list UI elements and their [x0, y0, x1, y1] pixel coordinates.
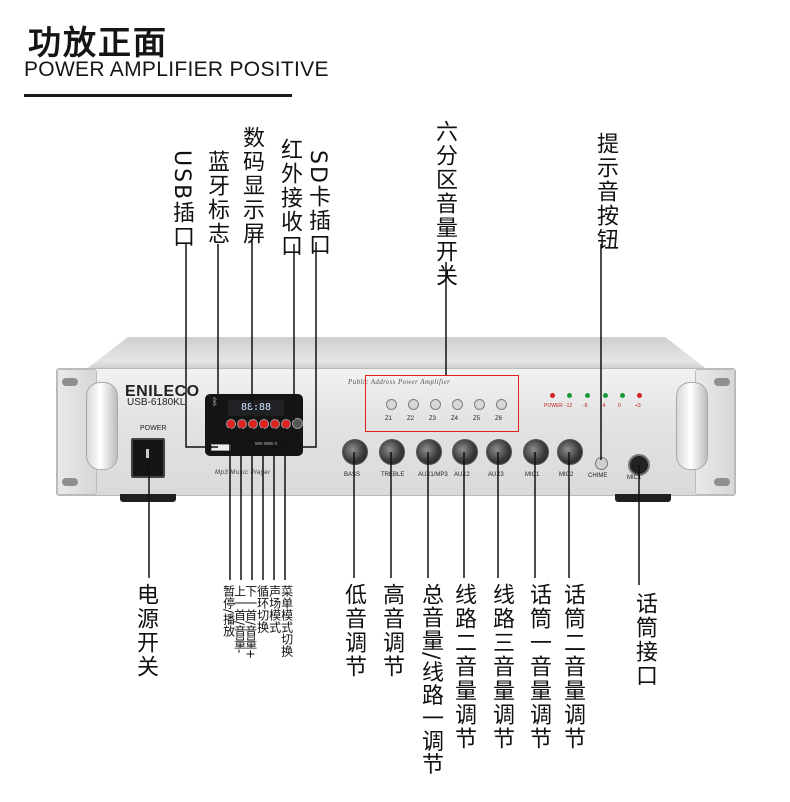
- knob-label: AUX1/MP3: [418, 472, 448, 478]
- led-label: -4: [601, 403, 606, 409]
- label-menu-mode: 菜单模式切换: [279, 585, 294, 657]
- knob-label: AUX2: [454, 472, 470, 478]
- knob-label: TREBLE: [381, 472, 405, 478]
- sound-mode-button[interactable]: [270, 419, 280, 429]
- label-treble: 高音调节: [379, 583, 404, 679]
- amp-top-cover: [84, 337, 709, 371]
- zone-switch-5[interactable]: [474, 399, 485, 410]
- page-subtitle: POWER AMPLIFIER POSITIVE: [24, 58, 329, 81]
- title-underline: [24, 94, 292, 97]
- zone-switch-2[interactable]: [408, 399, 419, 410]
- level-led: [637, 393, 642, 398]
- mount-slot: [714, 378, 730, 386]
- ir-receiver: [292, 418, 303, 429]
- mount-slot: [714, 478, 730, 486]
- knob-treble[interactable]: [379, 439, 405, 465]
- next-button[interactable]: [248, 419, 258, 429]
- label-line2-volume: 线路二音量调节: [451, 583, 476, 751]
- amp-foot: [120, 494, 176, 502]
- brand-logo: ENILECO: [125, 383, 200, 400]
- led-label: -8: [583, 403, 588, 409]
- handle-right: [676, 382, 708, 470]
- zone-switch-1[interactable]: [386, 399, 397, 410]
- prev-button[interactable]: [237, 419, 247, 429]
- label-bluetooth: 蓝牙标志: [204, 150, 229, 246]
- knob-aux2[interactable]: [452, 439, 478, 465]
- knob-label: MIC1: [525, 472, 540, 478]
- zone-switch-6[interactable]: [496, 399, 507, 410]
- label-next: 下一首/音量+: [243, 585, 258, 660]
- model-number: USB-6180KL: [127, 397, 186, 408]
- knob-aux1-mp3[interactable]: [416, 439, 442, 465]
- led-label: POWER: [544, 403, 563, 409]
- label-master-volume: 总音量/线路一调节: [418, 583, 443, 776]
- knob-label: AUX3: [488, 472, 504, 478]
- amp-foot: [615, 494, 671, 502]
- chime-label: CHIME: [588, 473, 608, 479]
- handle-left: [86, 382, 118, 470]
- label-loop: 循环切换: [255, 585, 270, 633]
- zone-label: Z6: [495, 416, 503, 422]
- label-sd-slot: SD卡插口: [305, 150, 330, 257]
- label-mic1-volume: 话筒一音量调节: [526, 583, 551, 751]
- knob-label: MIC2: [559, 472, 574, 478]
- pa-label: Public Address Power Amplifier: [348, 378, 451, 386]
- label-chime-button: 提示音按钮: [593, 132, 618, 252]
- menu-button[interactable]: [281, 419, 291, 429]
- led-label: +3: [635, 403, 641, 409]
- page-title: 功放正面: [28, 23, 168, 62]
- led-label: 0: [618, 403, 621, 409]
- label-ir-receiver: 红外接收口: [277, 138, 302, 258]
- zone-label: Z2: [407, 416, 415, 422]
- zone-highlight-box: [365, 375, 519, 432]
- mic-jack-label: MIC1: [627, 475, 642, 481]
- label-zone-switches: 六分区音量开关: [432, 120, 457, 288]
- sd-card-slot[interactable]: [255, 442, 277, 445]
- zone-switch-4[interactable]: [452, 399, 463, 410]
- level-led: [603, 393, 608, 398]
- label-power-switch: 电源开关: [133, 583, 158, 679]
- level-led: [585, 393, 590, 398]
- pause-play-button[interactable]: [226, 419, 236, 429]
- mount-slot: [62, 378, 78, 386]
- power-label: POWER: [140, 425, 167, 432]
- label-line3-volume: 线路三音量调节: [489, 583, 514, 751]
- label-mic-jack: 话筒接口: [632, 592, 657, 688]
- label-display: 数码显示屏: [239, 126, 264, 246]
- knob-mic2[interactable]: [557, 439, 583, 465]
- mount-slot: [62, 478, 78, 486]
- zone-label: Z3: [429, 416, 437, 422]
- label-prev: 上一首/音量-: [232, 585, 247, 654]
- label-usb-port: USB插口: [169, 150, 194, 250]
- level-led: [620, 393, 625, 398]
- digital-display: 88:88: [228, 400, 284, 416]
- label-pause-play: 暂停/播放: [221, 585, 236, 638]
- leader-usb: [185, 244, 218, 448]
- knob-label: BASS: [344, 472, 361, 478]
- zone-label: Z4: [451, 416, 459, 422]
- rack-ear-left: [57, 369, 118, 495]
- amp-front-panel: [56, 368, 736, 496]
- zone-switch-3[interactable]: [430, 399, 441, 410]
- rack-ear-right: [676, 369, 735, 495]
- label-mic2-volume: 话筒二音量调节: [560, 583, 585, 751]
- knob-bass[interactable]: [342, 439, 368, 465]
- loop-button[interactable]: [259, 419, 269, 429]
- label-bass: 低音调节: [341, 583, 366, 679]
- knob-aux3[interactable]: [486, 439, 512, 465]
- leader-sd: [280, 242, 317, 448]
- bluetooth-icon: ᛒ: [212, 397, 218, 408]
- power-switch[interactable]: [131, 438, 165, 478]
- led-label: -12: [565, 403, 573, 409]
- zone-label: Z5: [473, 416, 481, 422]
- level-led: [567, 393, 572, 398]
- label-sound-mode: 声场模式: [267, 585, 282, 633]
- zone-label: Z1: [385, 416, 393, 422]
- mp3-player-label: Mp3 Music Player: [215, 470, 271, 476]
- knob-mic1[interactable]: [523, 439, 549, 465]
- level-led: [550, 393, 555, 398]
